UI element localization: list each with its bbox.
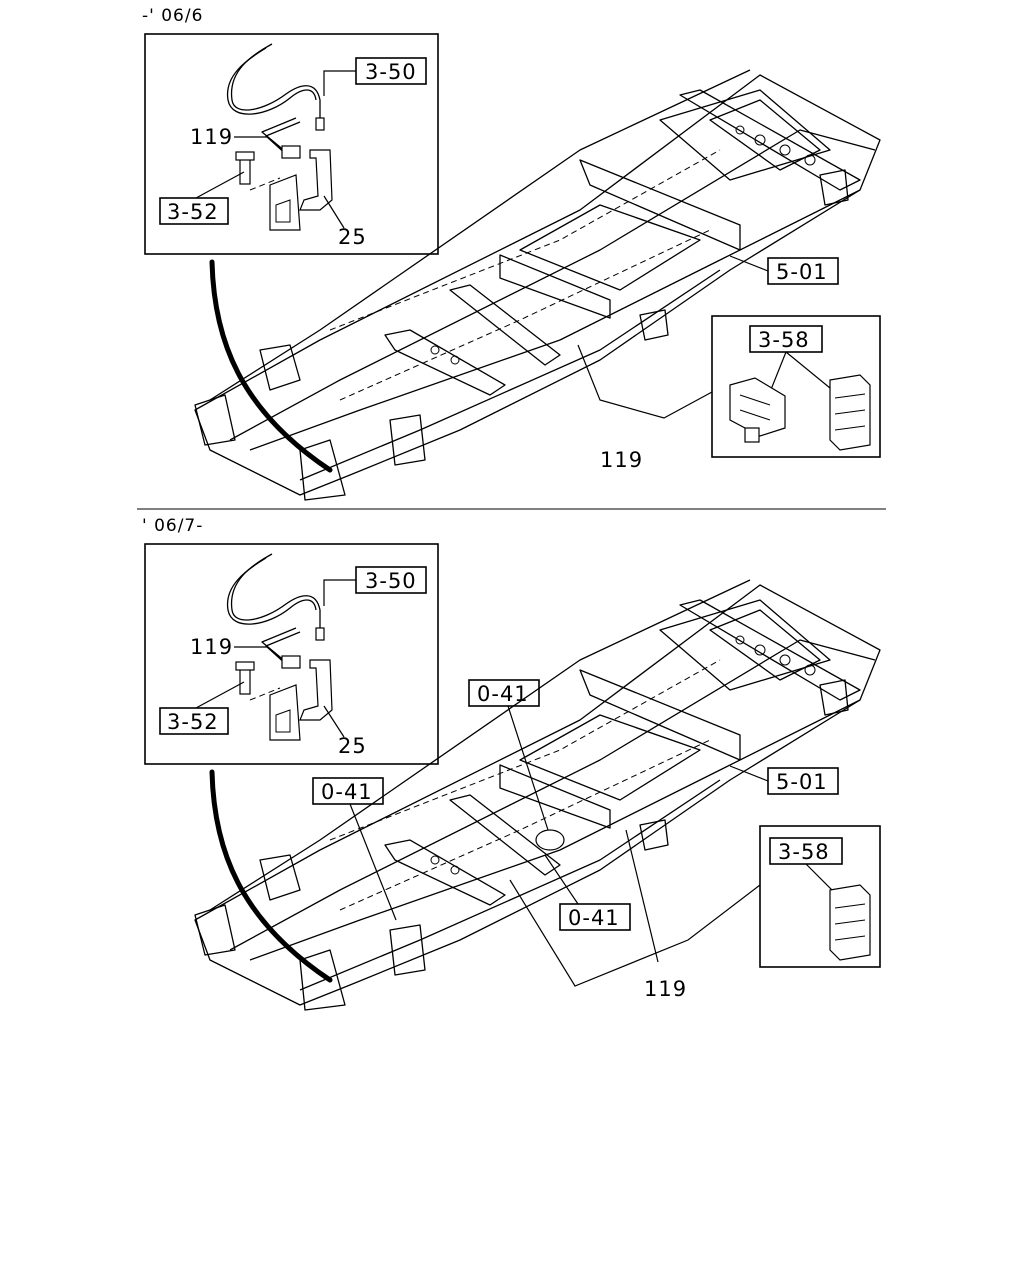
callout-3-50: 3-50 (365, 60, 417, 84)
brake-hose-detail-2 (226, 553, 333, 741)
period-caption-top: -' 06/6 (142, 6, 204, 26)
chassis-frame (194, 69, 881, 501)
callout-25: 25 (338, 225, 367, 249)
callout-0-41-b: 0-41 (321, 780, 373, 804)
leader-3-52-2 (195, 681, 245, 709)
leader-5-01-2 (729, 765, 769, 782)
clip-part-right-2 (829, 884, 871, 961)
callout-119-inset-2: 119 (190, 635, 233, 659)
leader-3-58 (769, 351, 831, 393)
fitting (315, 117, 325, 131)
callout-3-58: 3-58 (758, 328, 810, 352)
leader-119-pipe (577, 344, 713, 419)
bracket-25-2 (299, 659, 333, 721)
callout-119-pipe-2: 119 (644, 977, 687, 1001)
clip-inset-2 (759, 825, 881, 968)
clip-part-left (729, 377, 786, 443)
hose-connector-line (209, 259, 333, 473)
callout-3-58-2: 3-58 (778, 840, 830, 864)
bolt-head-2 (235, 661, 255, 671)
leader-3-50 (323, 70, 356, 96)
callout-119-pipe: 119 (600, 448, 643, 472)
junction-block (535, 829, 565, 851)
callout-3-50-2: 3-50 (365, 569, 417, 593)
callout-0-41-c: 0-41 (568, 906, 620, 930)
callout-box-0-41-b (312, 777, 384, 805)
bolt-head (235, 151, 255, 161)
brake-hose-detail (226, 43, 333, 231)
bolt-3-52 (239, 157, 251, 185)
section-bottom: 3-50 119 3-52 25 (144, 543, 881, 1011)
frame-plate (269, 174, 301, 231)
section-top: 3-50 119 3-52 25 (144, 33, 881, 501)
hose-connector-line-2 (209, 769, 333, 983)
callout-box-0-41-c (559, 903, 631, 931)
detail-inset-2 (144, 543, 439, 765)
fitting-2 (315, 627, 325, 641)
callout-5-01-2: 5-01 (776, 770, 828, 794)
chassis-frame-2 (194, 579, 881, 1011)
bracket-25 (299, 149, 333, 211)
leader-25-2 (323, 705, 345, 738)
leader-3-50-2 (323, 579, 356, 606)
clip-part-right (829, 374, 871, 451)
callout-5-01: 5-01 (776, 260, 828, 284)
union-nut-2 (281, 655, 301, 669)
leader-3-52 (195, 171, 245, 199)
leader-0-41-a (507, 705, 549, 831)
clip-inset (711, 315, 881, 458)
callout-box-3-52-2 (159, 707, 229, 735)
callout-box-3-52 (159, 197, 229, 225)
leader-25 (323, 195, 345, 229)
callout-119-inset: 119 (190, 125, 233, 149)
leader-3-58-2 (805, 863, 833, 891)
callout-box-0-41-a (468, 679, 540, 707)
callout-3-52-2: 3-52 (167, 710, 219, 734)
leader-119-pipe-2 (509, 829, 761, 987)
frame-plate-2 (269, 684, 301, 741)
leader-5-01 (729, 255, 769, 272)
bolt-3-52-2 (239, 667, 251, 695)
detail-inset (144, 33, 439, 255)
callout-0-41-a: 0-41 (477, 682, 529, 706)
leader-0-41-c (544, 854, 579, 905)
callout-3-52: 3-52 (167, 200, 219, 224)
callout-25-2: 25 (338, 734, 367, 758)
period-caption-bottom: ' 06/7- (142, 516, 204, 536)
leader-0-41-b (349, 803, 397, 921)
union-nut (281, 145, 301, 159)
